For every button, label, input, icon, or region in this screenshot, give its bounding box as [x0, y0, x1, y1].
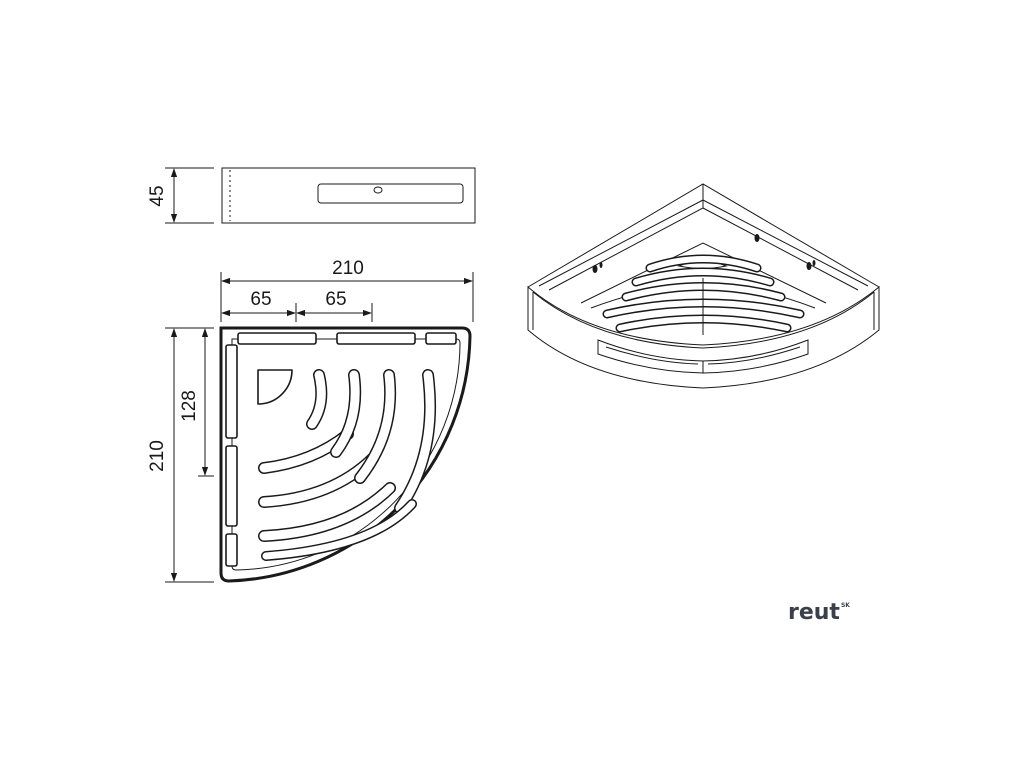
perspective-view — [527, 183, 880, 389]
side-slot — [317, 183, 464, 204]
inner-depth-dimension-label: 128 — [179, 390, 200, 422]
top-view — [219, 326, 472, 583]
side-screw-hole — [373, 186, 383, 194]
height-dimension-label: 45 — [147, 185, 168, 206]
width-dimension: 210 — [220, 258, 474, 322]
reut-logo: reutSK — [788, 600, 850, 628]
front-band-slot — [597, 339, 809, 374]
front-band — [527, 285, 880, 389]
depth-dimension-label: 210 — [147, 440, 168, 472]
segment-dimensions: 65 65 — [221, 289, 373, 322]
width-dimension-label: 210 — [332, 258, 364, 279]
shelf-inner-rim — [231, 338, 461, 571]
segment-1-label: 65 — [250, 289, 271, 310]
logo-superscript: SK — [840, 602, 850, 609]
center-slot — [257, 369, 293, 405]
side-view: 45 — [147, 167, 476, 224]
depth-dimension: 210 — [147, 327, 214, 583]
logo-word: reut — [788, 600, 840, 625]
segment-2-label: 65 — [325, 289, 346, 310]
inner-depth-dimension: 128 — [179, 328, 214, 477]
